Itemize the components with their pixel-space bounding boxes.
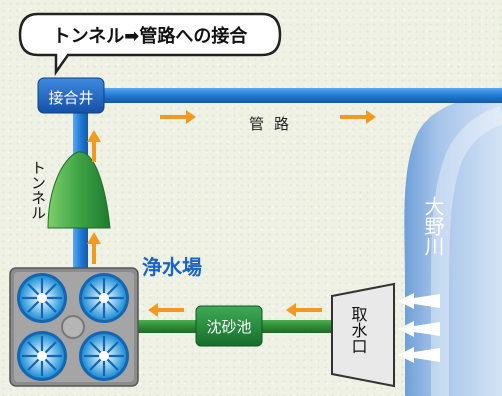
purification-plant bbox=[9, 267, 139, 387]
orange-arrow-icon bbox=[160, 110, 196, 124]
junction-well-box bbox=[37, 77, 105, 114]
pipe-plant-to-tunnel bbox=[73, 222, 88, 270]
tunnel-label: トンネル bbox=[29, 160, 47, 220]
orange-arrow-icon bbox=[148, 303, 184, 317]
intake: 取水口 bbox=[331, 282, 395, 388]
title-callout: トンネル➡管路への接合 bbox=[18, 12, 282, 76]
orange-arrow-icon bbox=[87, 232, 101, 264]
tunnel bbox=[47, 151, 111, 229]
callout-bubble bbox=[18, 12, 282, 76]
white-arrow-icon bbox=[398, 347, 440, 363]
pipe-junction-to-tunnel bbox=[73, 106, 88, 166]
pipeline-label: 管路 bbox=[249, 115, 299, 133]
junction-well: 接合井 bbox=[37, 77, 105, 114]
plant-center-hub bbox=[61, 315, 85, 339]
orange-arrow-icon bbox=[340, 110, 376, 124]
fan-icon bbox=[17, 331, 67, 381]
title: トンネル➡管路への接合 bbox=[53, 25, 249, 47]
basin-box bbox=[195, 305, 263, 347]
white-arrow-icon bbox=[398, 321, 440, 337]
river bbox=[404, 92, 502, 396]
pipeline bbox=[100, 88, 502, 103]
intake-structure bbox=[331, 282, 395, 388]
river-highlight bbox=[431, 106, 502, 396]
orange-arrow-icon bbox=[87, 130, 101, 162]
junction-well-label: 接合井 bbox=[48, 89, 93, 107]
sedimentation-basin: 沈砂池 bbox=[195, 305, 263, 347]
purification-plant-label: 浄水場 bbox=[142, 255, 202, 279]
orange-arrow-icon bbox=[286, 303, 322, 317]
fan-icon bbox=[17, 273, 67, 323]
river-label: 大野川 bbox=[421, 196, 445, 256]
white-arrow-icon bbox=[398, 293, 440, 309]
fan-icon bbox=[79, 273, 129, 323]
sedimentation-basin-label: 沈砂池 bbox=[206, 318, 251, 336]
fan-icon bbox=[79, 331, 129, 381]
intake-label: 取水口 bbox=[349, 306, 368, 354]
tunnel-label-text: トンネル bbox=[29, 160, 47, 220]
